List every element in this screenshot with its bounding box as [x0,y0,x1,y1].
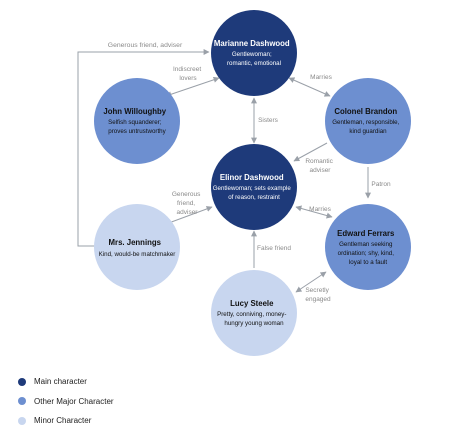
node-elinor-desc-2: of reason, restraint [228,194,280,201]
label-marries-brandon: Marries [310,74,332,81]
label-generous-friend-elinor: Generous friend, adviser [172,191,202,216]
node-willoughby-name: John Willoughby [103,107,166,116]
node-willoughby-circle [94,78,180,164]
node-elinor-circle [211,144,297,230]
svg-text:Marianne Dashwood Gentle: Marianne Dashwood Gentlewoman; romantic,… [214,33,294,67]
node-brandon-desc-1: Gentleman, responsible, [332,119,399,126]
node-elinor: Elinor Dashwood Gentlewoman; sets exampl… [211,144,297,230]
edge-lucy-edward [295,271,327,293]
legend: Main character Other Major Character Min… [18,372,114,431]
node-jennings: Mrs. Jennings Kind, would-be matchmaker [94,204,180,290]
legend-label-minor: Minor Character [34,416,92,426]
legend-item-major: Other Major Character [18,392,114,412]
node-jennings-circle [94,204,180,290]
svg-text:Elinor Dashwood Gentlewo: Elinor Dashwood Gentlewoman; sets exampl… [213,167,296,201]
label-secretly-engaged: Secretly engaged [305,287,331,303]
label-indiscreet-lovers: Indiscreet lovers [173,66,203,82]
node-marianne-desc-2: romantic, emotional [227,60,281,67]
edge-marianne-brandon [288,77,331,97]
node-edward-desc-3: loyal to a fault [349,259,387,266]
svg-text:Mrs. Jennings Kind, woul: Mrs. Jennings Kind, would-be matchmaker [99,232,176,258]
svg-text:Edward Ferrars Gentleman: Edward Ferrars Gentleman seeking ordinat… [337,223,399,266]
node-jennings-name: Mrs. Jennings [109,238,162,247]
legend-label-major: Other Major Character [34,396,114,406]
edge-jennings-marianne [77,49,210,247]
legend-item-minor: Minor Character [18,411,114,431]
node-edward-name: Edward Ferrars [337,229,395,238]
edge-marianne-willoughby [165,76,220,98]
node-jennings-desc-1: Kind, would-be matchmaker [99,251,176,258]
svg-text:Lucy Steele Pretty, conn: Lucy Steele Pretty, conniving, money- hu… [217,293,291,327]
legend-dot-main [18,377,26,386]
svg-text:Colonel Brandon Gentlema: Colonel Brandon Gentleman, responsible, … [332,101,404,135]
node-willoughby-desc-2: proves untrustworthy [108,128,166,135]
label-false-friend: False friend [257,245,291,252]
edge-jennings-elinor [165,206,213,225]
node-brandon-circle [325,78,411,164]
legend-dot-minor [18,416,26,425]
label-patron: Patron [371,181,391,188]
node-edward-circle [325,204,411,290]
node-lucy: Lucy Steele Pretty, conniving, money- hu… [211,270,297,356]
node-edward-desc-1: Gentleman seeking [339,241,393,248]
node-edward: Edward Ferrars Gentleman seeking ordinat… [325,204,411,290]
legend-label-main: Main character [34,377,87,387]
svg-text:John Willoughby Selfish: John Willoughby Selfish squanderer; prov… [103,101,170,135]
node-marianne-circle [211,10,297,96]
edge-brandon-elinor [293,142,328,162]
node-lucy-circle [211,270,297,356]
node-brandon: Colonel Brandon Gentleman, responsible, … [325,78,411,164]
label-sisters: Sisters [258,117,279,124]
legend-dot-major [18,397,26,406]
node-marianne-name: Marianne Dashwood [214,39,290,48]
legend-item-main: Main character [18,372,114,392]
node-lucy-name: Lucy Steele [230,299,274,308]
node-brandon-desc-2: kind guardian [349,128,387,135]
node-elinor-desc-1: Gentlewoman; sets example [213,185,292,192]
node-elinor-name: Elinor Dashwood [220,173,284,182]
node-lucy-desc-1: Pretty, conniving, money- [217,311,286,318]
node-brandon-name: Colonel Brandon [334,107,397,116]
node-lucy-desc-2: hungry young woman [224,320,284,327]
edge-elinor-edward [295,205,333,219]
node-edward-desc-2: ordination; shy, kind, [338,250,395,257]
node-willoughby-desc-1: Selfish squanderer; [108,119,162,126]
label-generous-friend-marianne: Generous friend, adviser [108,42,183,49]
node-marianne-desc-1: Gentlewoman; [232,51,272,58]
node-willoughby: John Willoughby Selfish squanderer; prov… [94,78,180,164]
relationship-lines [77,49,371,293]
node-marianne: Marianne Dashwood Gentlewoman; romantic,… [211,10,297,96]
label-romantic-adviser: Romantic adviser [305,158,334,174]
label-marries-edward: Marries [309,206,331,213]
